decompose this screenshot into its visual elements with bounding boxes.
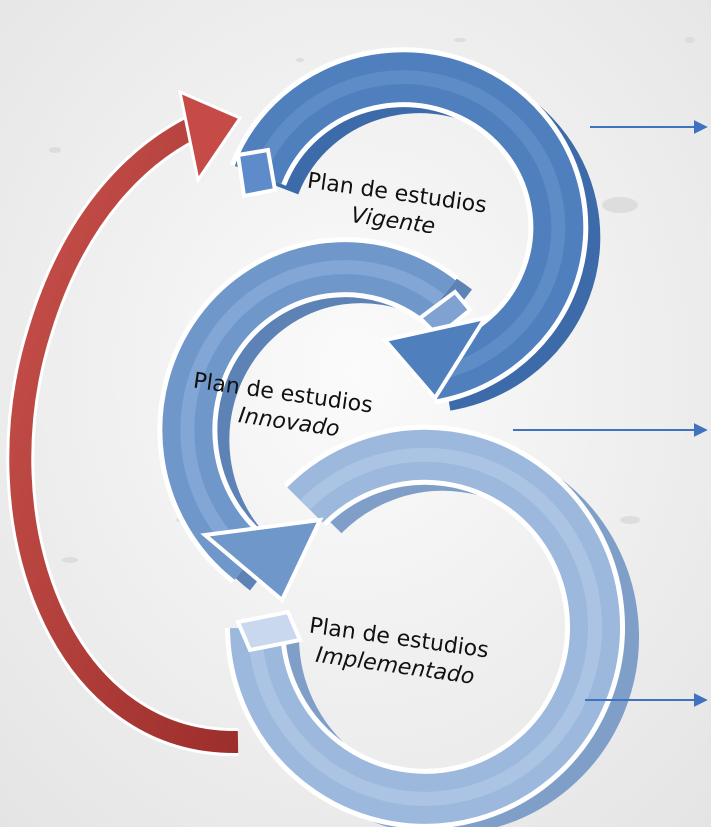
ring-implementado [225, 424, 639, 827]
ring-innovado [157, 237, 473, 604]
feedback-arrow [6, 89, 243, 757]
ring-vigente [230, 47, 601, 411]
